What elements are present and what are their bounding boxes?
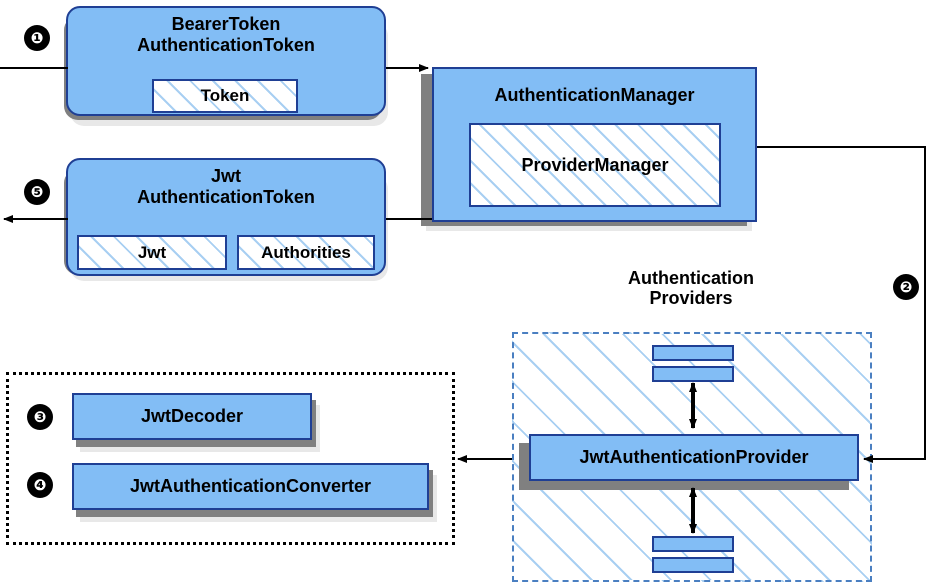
provider-placeholder-bar-bottom-1 [652,536,734,552]
bearer-token-label-line1: BearerToken [171,14,281,34]
step-badge-2: ❷ [894,275,918,299]
node-jwt-authentication-provider[interactable]: JwtAuthenticationProvider [529,434,859,481]
bearer-token-label-line2: AuthenticationToken [137,35,315,55]
step-badge-5: ❺ [25,180,49,204]
node-jwt-field[interactable]: Jwt [77,235,227,270]
authentication-providers-caption: Authentication Providers [588,268,794,308]
authentication-providers-caption-line2: Providers [649,288,733,309]
node-provider-manager[interactable]: ProviderManager [469,123,721,207]
jwt-token-label-line2: AuthenticationToken [137,187,315,207]
step-badge-3: ❸ [28,405,52,429]
node-authorities-field[interactable]: Authorities [237,235,375,270]
node-jwt-authentication-converter[interactable]: JwtAuthenticationConverter [72,463,429,510]
step-badge-4: ❹ [28,473,52,497]
provider-placeholder-bar-top-1 [652,345,734,361]
authentication-providers-caption-line1: Authentication [628,268,754,288]
step-badge-1: ❶ [25,26,49,50]
node-jwt-decoder[interactable]: JwtDecoder [72,393,312,440]
jwt-support-group [6,372,455,545]
jwt-token-label-line1: Jwt [210,166,241,186]
provider-placeholder-bar-top-2 [652,366,734,382]
provider-placeholder-bar-bottom-2 [652,557,734,573]
node-bearer-token-authentication-token[interactable]: BearerToken AuthenticationToken [66,6,386,116]
node-token-field[interactable]: Token [152,79,298,113]
authentication-manager-label: AuthenticationManager [494,85,695,105]
